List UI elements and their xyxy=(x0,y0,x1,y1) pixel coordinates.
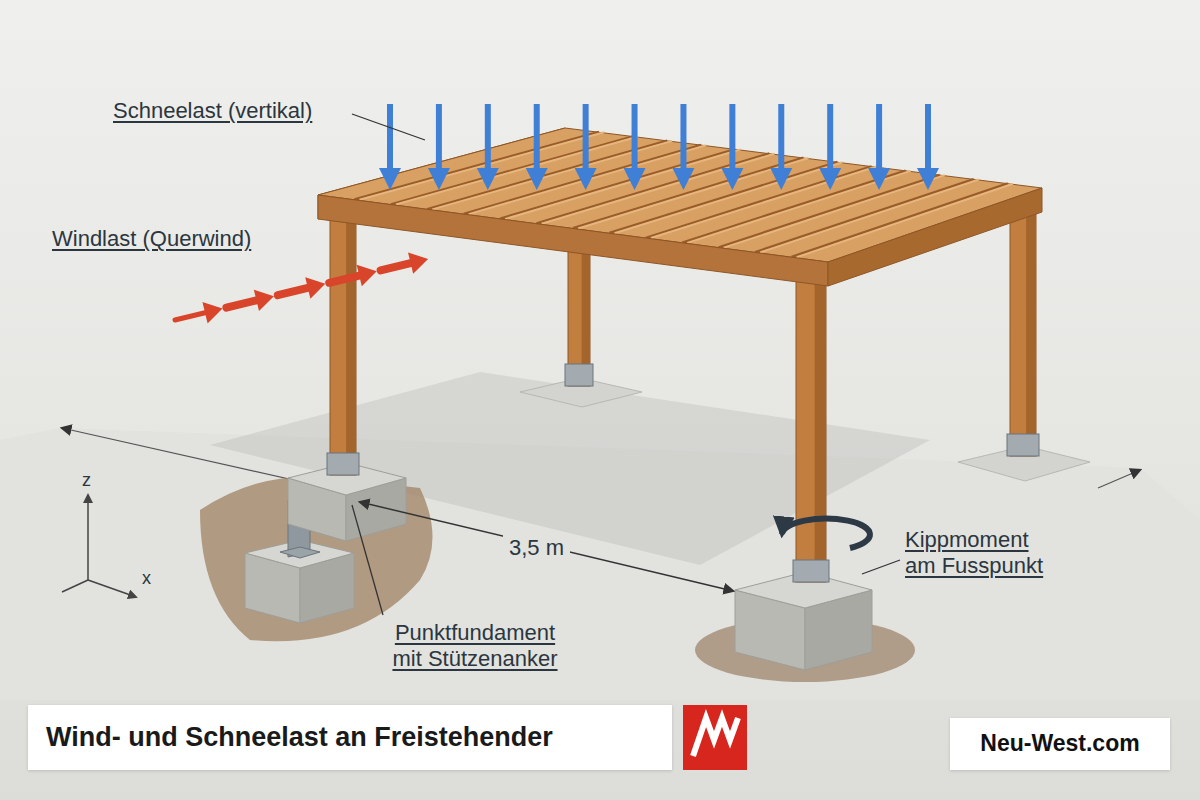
slat-highlight xyxy=(359,132,604,200)
snow-arrow-shaft xyxy=(436,104,442,170)
snow-arrow-head xyxy=(868,168,890,190)
axis-z xyxy=(87,495,89,580)
wind-arrow-shaft xyxy=(226,300,256,307)
beam-face xyxy=(828,188,1042,286)
post-anchor xyxy=(565,364,593,386)
snow-load-arrows xyxy=(379,104,939,190)
wind-load-arrows xyxy=(175,252,428,323)
snow-arrow-shaft xyxy=(729,104,735,170)
roof-slat xyxy=(391,137,633,205)
snow-arrow-head xyxy=(917,168,939,190)
post-shade xyxy=(346,215,356,475)
post-anchor xyxy=(1007,434,1039,456)
dimension-line xyxy=(360,502,733,591)
axis-y xyxy=(62,580,88,592)
wind-arrow-shaft xyxy=(381,263,411,270)
snow-arrow-shaft xyxy=(778,104,784,170)
snow-arrow-head xyxy=(575,168,597,190)
brand-logo-mark xyxy=(693,718,738,756)
slab-edge xyxy=(1098,470,1140,488)
snow-arrow-shaft xyxy=(485,104,491,170)
snow-arrow-head xyxy=(721,168,743,190)
leader-line xyxy=(352,505,383,615)
soil-pit xyxy=(200,477,433,642)
snow-arrow-head xyxy=(624,168,646,190)
leader-line xyxy=(352,114,425,140)
snow-arrow-shaft xyxy=(827,104,833,170)
slat-highlight xyxy=(651,167,877,239)
wood-post xyxy=(796,262,826,582)
snow-arrow-shaft xyxy=(387,104,393,170)
snow-arrow-head xyxy=(819,168,841,190)
wind-arrow-head xyxy=(357,265,377,286)
slat-highlight xyxy=(614,162,842,233)
snow-arrow-shaft xyxy=(925,104,931,170)
snow-arrow-shaft xyxy=(680,104,686,170)
wood-post xyxy=(1010,200,1036,456)
axis-x xyxy=(88,580,136,597)
snow-arrow-head xyxy=(379,168,401,190)
callout-label: Kippmoment am Fusspunkt xyxy=(905,527,1050,580)
anchor-plate xyxy=(280,547,320,558)
load-label: Windlast (Querwind) xyxy=(52,226,251,252)
watermark: Neu-West.com xyxy=(950,718,1170,770)
axis-label: x xyxy=(142,568,151,590)
post-shade xyxy=(815,262,826,582)
roof-slat xyxy=(427,141,667,210)
brand-logo xyxy=(683,705,747,770)
slat-highlight xyxy=(505,149,740,219)
roof-slat xyxy=(609,162,837,233)
moment-arrow xyxy=(782,519,870,548)
snow-arrow-head xyxy=(428,168,450,190)
snow-arrow-head xyxy=(672,168,694,190)
slat-highlight xyxy=(396,137,638,205)
axis-label: z xyxy=(82,470,91,492)
roof-slat xyxy=(464,145,702,214)
wind-arrow-head xyxy=(254,290,274,311)
wood-post xyxy=(330,215,356,475)
dimension-label: 3,5 m xyxy=(503,533,570,563)
snow-arrow-shaft xyxy=(876,104,882,170)
leader-line xyxy=(862,560,900,574)
wind-arrow-shaft xyxy=(175,313,205,320)
wind-arrow-head xyxy=(202,302,222,323)
snow-arrow-head xyxy=(526,168,548,190)
wind-arrow-shaft xyxy=(329,276,359,283)
load-label: Schneelast (vertikal) xyxy=(113,98,312,124)
roof-slat xyxy=(573,158,804,229)
snow-arrow-head xyxy=(770,168,792,190)
post-shade xyxy=(1026,200,1036,456)
pergola-illustration xyxy=(0,104,1200,770)
snow-arrow-shaft xyxy=(534,104,540,170)
slat-highlight xyxy=(578,158,809,229)
post-anchor xyxy=(327,453,359,475)
diagram-title: Wind- und Schneelast an Freistehender xyxy=(28,705,672,770)
snow-arrow-shaft xyxy=(583,104,589,170)
wind-arrow-head xyxy=(305,277,325,298)
slat-highlight xyxy=(542,154,775,224)
callout-label: Punktfundament mit Stützenanker xyxy=(385,620,565,673)
post-anchor xyxy=(793,560,829,582)
wind-arrow-shaft xyxy=(278,288,308,295)
snow-arrow-shaft xyxy=(632,104,638,170)
wind-arrow-head xyxy=(408,252,428,273)
beam-face xyxy=(318,195,828,286)
snow-arrow-head xyxy=(477,168,499,190)
